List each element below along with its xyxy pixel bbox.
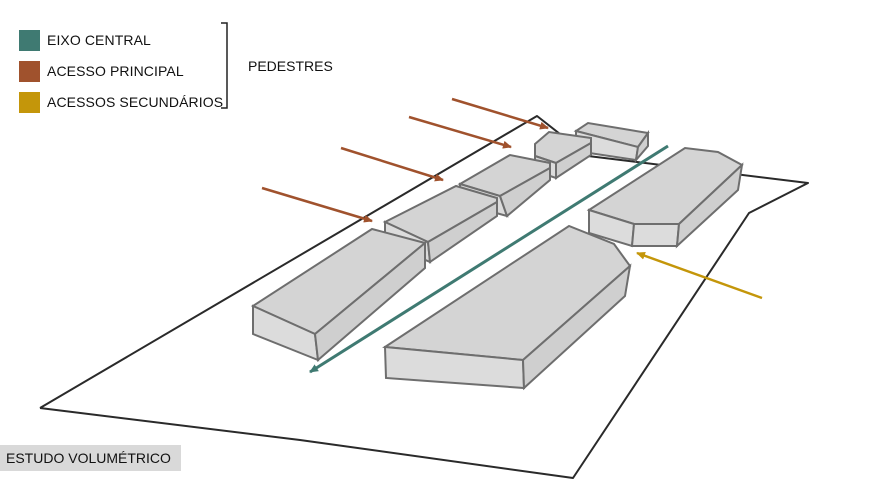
- caption-text: ESTUDO VOLUMÉTRICO: [6, 450, 171, 466]
- legend-swatch-teal: [19, 29, 40, 51]
- main-access-arrow-1: [451, 97, 549, 130]
- central-axis-arrow: [309, 144, 669, 374]
- legend-item-secondary-access: ACESSOS SECUNDÁRIOS: [19, 90, 223, 114]
- pedestrians-group-label: PEDESTRES: [248, 58, 333, 74]
- secondary-access-arrow: [636, 251, 763, 300]
- legend-brace: [221, 22, 228, 109]
- building-block-right-front: [382, 224, 632, 391]
- legend-label: EIXO CENTRAL: [47, 32, 151, 48]
- legend-swatch-brown: [19, 60, 40, 82]
- legend-label: ACESSOS SECUNDÁRIOS: [47, 94, 224, 110]
- legend-item-central-axis: EIXO CENTRAL: [19, 28, 151, 52]
- legend-swatch-gold: [19, 91, 40, 113]
- main-access-arrow-2: [408, 115, 512, 149]
- legend-label: ACESSO PRINCIPAL: [47, 63, 184, 79]
- main-access-arrow-4: [261, 186, 373, 223]
- main-access-arrow-3: [340, 146, 444, 182]
- legend-item-main-access: ACESSO PRINCIPAL: [19, 59, 184, 83]
- diagram-caption: ESTUDO VOLUMÉTRICO: [0, 445, 181, 471]
- building-block-row-1: [250, 227, 428, 362]
- building-block-right-back: [586, 146, 744, 249]
